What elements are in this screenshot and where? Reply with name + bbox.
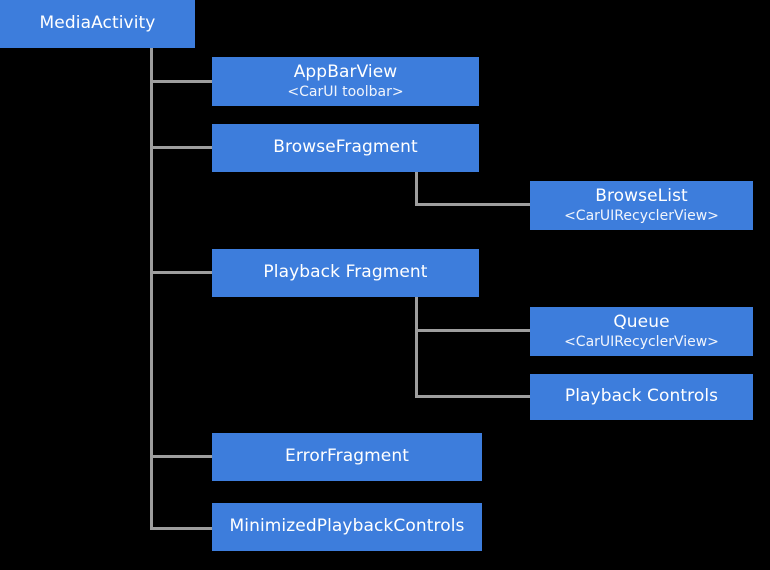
- node-title: AppBarView: [293, 61, 398, 82]
- connector-branch-error-fragment: [150, 455, 212, 458]
- node-subtitle: <CarUIRecyclerView>: [564, 334, 719, 351]
- node-title: BrowseFragment: [273, 137, 418, 158]
- node-title: BrowseList: [595, 185, 688, 206]
- connector-branch-browse-fragment: [150, 146, 212, 149]
- connector-branch-app-bar-view: [150, 80, 212, 83]
- connector-branch-minimized-playback-controls: [150, 527, 212, 530]
- connector-branch-playback-fragment: [150, 271, 212, 274]
- node-media-activity[interactable]: MediaActivity: [0, 0, 195, 48]
- connector-playback-controls-branch: [415, 395, 530, 398]
- node-error-fragment[interactable]: ErrorFragment: [212, 433, 482, 481]
- node-subtitle: <CarUI toolbar>: [287, 84, 404, 101]
- connector-trunk-main: [150, 48, 153, 527]
- node-browse-list[interactable]: BrowseList <CarUIRecyclerView>: [530, 181, 753, 230]
- connector-browse-list-branch: [415, 203, 530, 206]
- node-title: MediaActivity: [39, 13, 156, 34]
- connector-playback-trunk: [415, 297, 418, 398]
- node-browse-fragment[interactable]: BrowseFragment: [212, 124, 479, 172]
- connector-queue-branch: [415, 329, 530, 332]
- node-title: Queue: [613, 311, 670, 332]
- node-title: MinimizedPlaybackControls: [229, 516, 465, 537]
- node-minimized-playback-controls[interactable]: MinimizedPlaybackControls: [212, 503, 482, 551]
- node-title: Playback Fragment: [263, 262, 428, 283]
- node-playback-controls[interactable]: Playback Controls: [530, 374, 753, 420]
- node-app-bar-view[interactable]: AppBarView <CarUI toolbar>: [212, 57, 479, 106]
- node-queue[interactable]: Queue <CarUIRecyclerView>: [530, 307, 753, 356]
- node-subtitle: <CarUIRecyclerView>: [564, 208, 719, 225]
- node-title: Playback Controls: [564, 386, 719, 407]
- node-playback-fragment[interactable]: Playback Fragment: [212, 249, 479, 297]
- node-title: ErrorFragment: [285, 446, 409, 467]
- connector-browse-trunk: [415, 172, 418, 206]
